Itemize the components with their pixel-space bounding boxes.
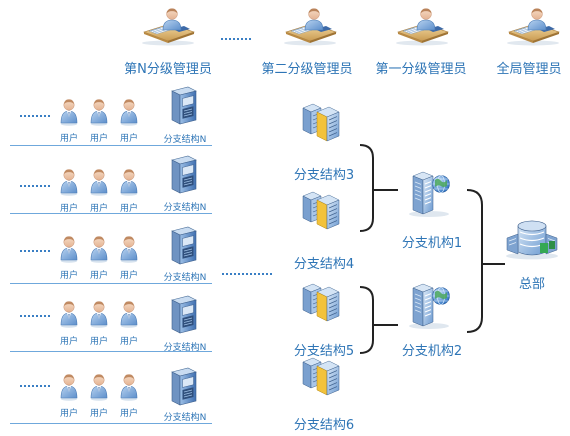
- divider: [10, 283, 212, 284]
- user-label: 用户: [89, 271, 108, 281]
- user-label: 用户: [89, 204, 108, 214]
- admin-label-global: 全局管理员: [496, 62, 562, 77]
- divider: [10, 145, 212, 146]
- user-label: 用户: [119, 337, 138, 347]
- user-label: 用户: [89, 337, 108, 347]
- user-label: 用户: [89, 409, 108, 419]
- user-label: 用户: [119, 204, 138, 214]
- hq-label: 总部: [518, 277, 545, 292]
- admin-label-2: 第二分级管理员: [261, 62, 353, 77]
- divider: [10, 351, 212, 352]
- user-label: 用户: [119, 409, 138, 419]
- divider: [10, 213, 212, 214]
- building-globe-icon: [405, 168, 455, 218]
- dots-row: [20, 250, 50, 252]
- branch-n-label: 分支结构N: [163, 343, 207, 353]
- dots-row: [20, 385, 50, 387]
- user-label: 用户: [59, 337, 78, 347]
- dots-row: [20, 315, 50, 317]
- branch-n-label: 分支结构N: [163, 135, 207, 145]
- mid-node-label-3: 分支结构3: [293, 168, 355, 183]
- user-label: 用户: [89, 134, 108, 144]
- mid-node-label-6: 分支结构6: [293, 418, 355, 433]
- user-label: 用户: [119, 134, 138, 144]
- dots-middle: [222, 273, 272, 275]
- dots-row: [20, 185, 50, 187]
- mid-node-label-5: 分支结构5: [293, 344, 355, 359]
- dots-admin: [221, 38, 251, 40]
- org-label-2: 分支机构2: [401, 344, 463, 359]
- mid-node-label-4: 分支结构4: [293, 257, 355, 272]
- building-globe-icon: [405, 280, 455, 330]
- divider: [10, 423, 212, 424]
- branch-n-label: 分支结构N: [163, 203, 207, 213]
- admin-label-n: 第N分级管理员: [124, 62, 212, 77]
- org-label-1: 分支机构1: [401, 236, 463, 251]
- user-label: 用户: [59, 204, 78, 214]
- user-label: 用户: [59, 409, 78, 419]
- user-label: 用户: [59, 134, 78, 144]
- admin-label-1: 第一分级管理员: [375, 62, 467, 77]
- user-label: 用户: [59, 271, 78, 281]
- branch-n-label: 分支结构N: [163, 413, 207, 423]
- branch-n-label: 分支结构N: [163, 273, 207, 283]
- user-label: 用户: [119, 271, 138, 281]
- dots-row: [20, 115, 50, 117]
- headquarters-building-icon: [504, 212, 560, 260]
